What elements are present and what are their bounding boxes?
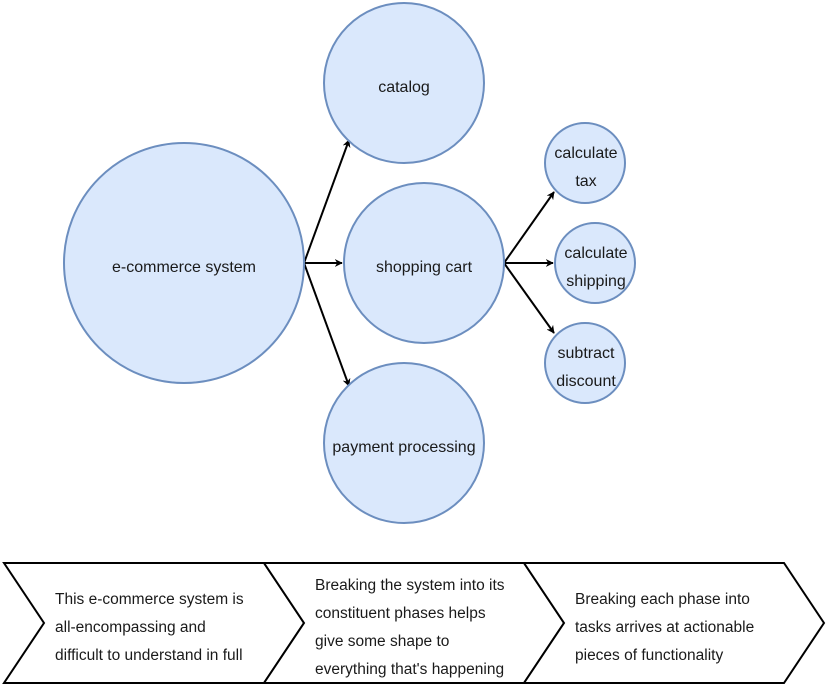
node-ecommerce[interactable]: e-commerce system [63, 142, 305, 384]
edge-cart-tax [503, 191, 555, 264]
step-chevron-3: Breaking each phase into tasks arrives a… [522, 562, 826, 684]
node-circle [554, 222, 636, 304]
step-chevron-2: Breaking the system into its constituent… [262, 562, 566, 684]
step-text-line-4: everything that's happening [315, 661, 504, 678]
step-text-line-3: difficult to understand in full [55, 647, 243, 664]
node-calculate-tax[interactable]: calculate tax [544, 122, 626, 204]
node-label-line-2: discount [556, 373, 616, 390]
node-circle [323, 2, 485, 164]
step-text-line-1: Breaking each phase into [575, 591, 750, 608]
node-label: payment processing [332, 439, 475, 456]
edges [303, 139, 555, 387]
step-text-line-2: all-encompassing and [55, 619, 206, 636]
node-shopping-cart[interactable]: shopping cart [343, 182, 505, 344]
step-chevron-1: This e-commerce system is all-encompassi… [2, 562, 306, 684]
node-circle [544, 322, 626, 404]
step-text-line-2: constituent phases helps [315, 605, 486, 622]
step-text-line-2: tasks arrives at actionable [575, 619, 754, 636]
edge-ecommerce-payment [303, 262, 351, 387]
node-circle [343, 182, 505, 344]
chevron-shape [522, 562, 826, 684]
edge-ecommerce-catalog [303, 139, 351, 264]
node-label-line-1: subtract [558, 345, 615, 362]
step-text-line-3: give some shape to [315, 633, 449, 650]
node-payment-processing[interactable]: payment processing [323, 362, 485, 524]
node-label: shopping cart [376, 259, 473, 276]
node-circle [323, 362, 485, 524]
step-text-line-1: Breaking the system into its [315, 577, 505, 594]
node-circle [63, 142, 305, 384]
node-subtract-discount[interactable]: subtract discount [544, 322, 626, 404]
node-calculate-shipping[interactable]: calculate shipping [554, 222, 636, 304]
node-label: e-commerce system [112, 259, 256, 276]
edge-cart-discount [503, 262, 555, 334]
step-text-line-1: This e-commerce system is [55, 591, 244, 608]
step-text-line-3: pieces of functionality [575, 647, 723, 664]
node-label-line-1: calculate [554, 145, 617, 162]
node-label-line-2: tax [575, 173, 596, 190]
node-label-line-2: shipping [566, 273, 626, 290]
node-circle [544, 122, 626, 204]
node-catalog[interactable]: catalog [323, 2, 485, 164]
node-label-line-1: calculate [564, 245, 627, 262]
node-label: catalog [378, 79, 430, 96]
